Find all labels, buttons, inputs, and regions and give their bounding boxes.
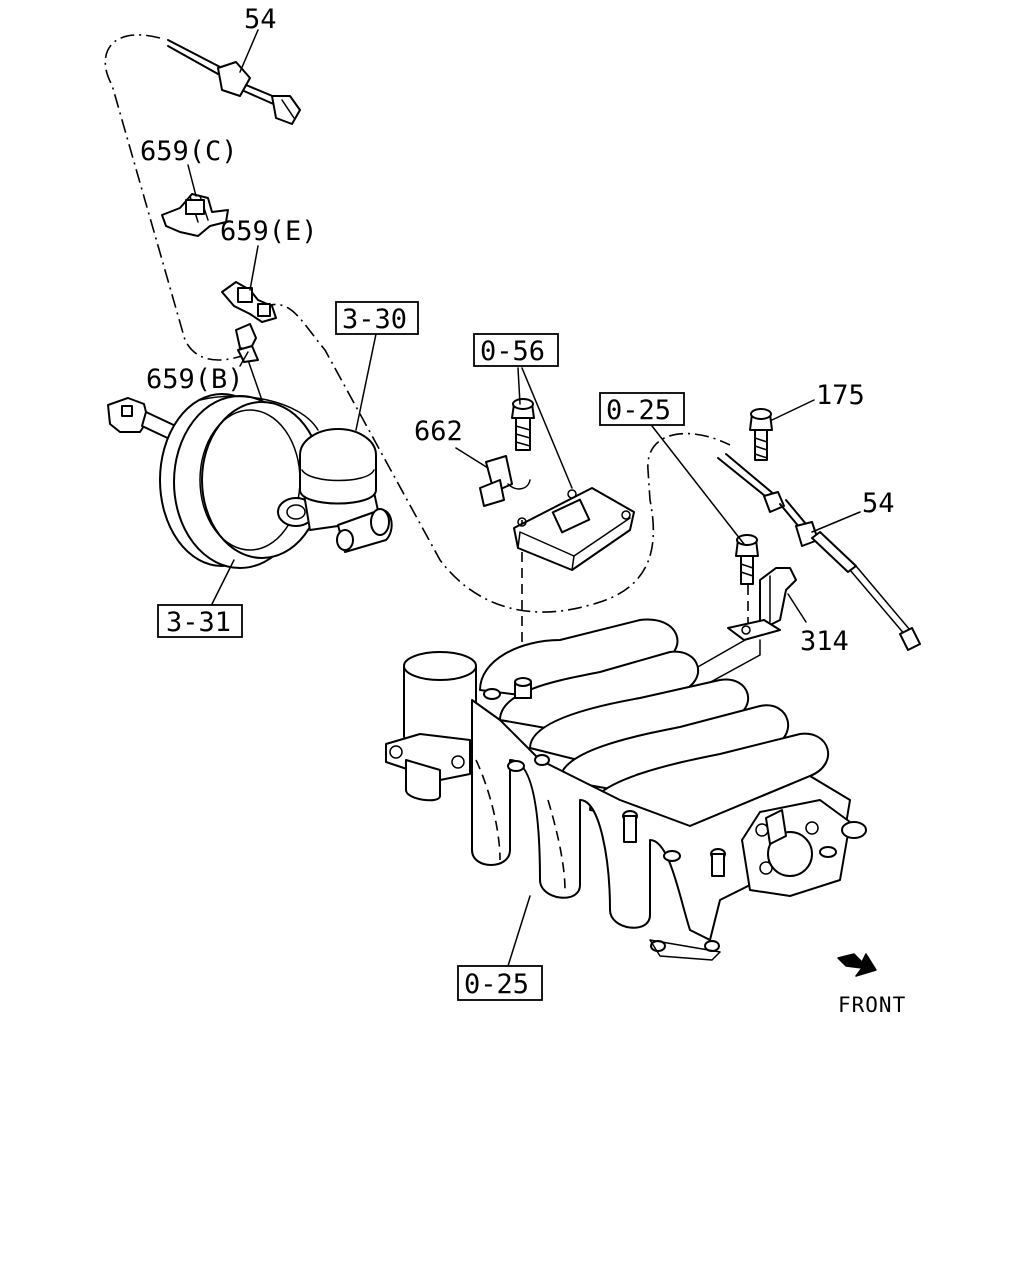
ref-box-0-56: 0-56 [473,333,559,367]
ref-0-56-label: 0-56 [480,336,545,367]
ref-3-30-label: 3-30 [342,304,407,335]
front-label: FRONT [838,993,906,1017]
bolt-025 [735,534,759,585]
bolt-056 [511,398,535,451]
callout-175: 175 [816,380,865,411]
ref-0-25-bottom-label: 0-25 [464,969,529,1000]
clip-659e [221,281,277,323]
clip-659c [161,193,229,237]
ref-box-0-25-top: 0-25 [599,392,685,426]
callout-659c: 659(C) [140,136,238,167]
sensor-662 [479,455,531,507]
callout-54-right: 54 [862,488,895,519]
callout-leaders [187,29,861,967]
vacuum-booster [107,393,393,569]
throttle-cable-top [167,39,301,125]
ref-box-3-31: 3-31 [157,604,243,638]
intake-manifold [385,618,867,961]
arrow-down-right-icon [837,953,877,977]
callout-662: 662 [414,416,463,447]
ref-0-25-top-label: 0-25 [606,395,671,426]
callout-659e: 659(E) [220,216,318,247]
callout-314: 314 [800,626,849,657]
clip-659b [235,323,259,363]
bolt-175 [749,408,773,461]
ref-box-3-30: 3-30 [335,301,419,335]
bracket-314 [727,567,797,641]
ref-3-31-label: 3-31 [166,607,231,638]
ref-box-0-25-bottom: 0-25 [457,965,543,1001]
throttle-cable-right [717,453,921,651]
control-module [513,487,635,571]
callout-54-top: 54 [244,4,277,35]
callout-659b: 659(B) [146,364,244,395]
